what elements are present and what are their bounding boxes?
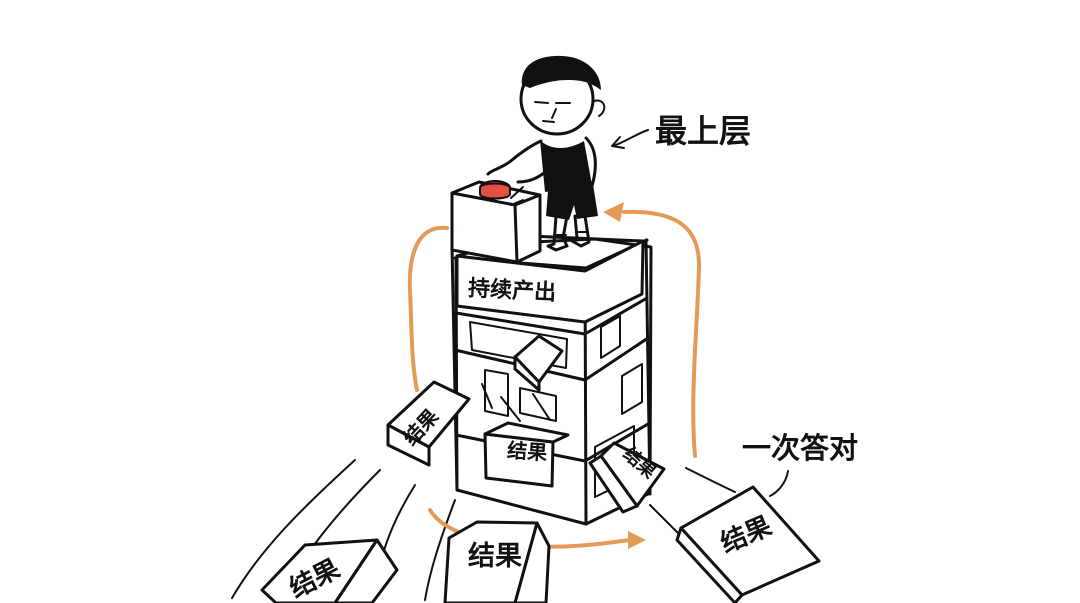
motion-line-center <box>424 499 456 601</box>
result-block-bottom-center-side <box>513 521 551 603</box>
top-layer-arrow-head <box>611 136 625 149</box>
loop-arrow-left <box>407 225 449 392</box>
continuous-output-front <box>455 239 645 324</box>
loop-arrow-right <box>622 209 702 458</box>
result-block-bottom-center: 结果 <box>443 520 551 603</box>
result-block-small-upper <box>513 334 564 392</box>
result-block-bottom-left: 结果 <box>260 538 399 603</box>
tower-gap-top <box>469 321 568 369</box>
one-time-right-label: 一次答对 <box>742 431 858 465</box>
character-hair <box>521 55 601 90</box>
result-block-center-top <box>483 421 570 444</box>
continuous-output-label: 持续产出 <box>467 275 556 306</box>
child-character <box>486 55 606 252</box>
character-right-leg <box>570 214 591 248</box>
red-button-side <box>479 182 511 200</box>
character-right-arm <box>516 166 552 184</box>
result-block-small-upper-bottom <box>513 355 541 392</box>
top-layer-arrow-line <box>612 129 649 147</box>
tower-side-window-top <box>600 315 621 359</box>
result-block-hole-left <box>588 454 639 514</box>
character-socks <box>553 231 588 236</box>
continuous-output-block: 持续产出 <box>455 234 645 324</box>
result-block-bottom-right: 结果 <box>675 485 821 603</box>
loop-arrow-right-head <box>603 202 624 222</box>
tower-side-edge <box>644 238 652 496</box>
motion-line-right-2 <box>685 467 736 493</box>
controller-box <box>450 180 542 264</box>
lever-handle <box>510 186 524 199</box>
result-block-bottom-left-side <box>333 538 399 603</box>
result-block-bottom-right-side <box>675 526 744 603</box>
one-time-right-pointer <box>769 470 789 497</box>
result-label-center: 结果 <box>506 438 548 465</box>
controller-front-edge <box>513 203 519 264</box>
character-left-arm <box>486 139 543 176</box>
top-layer-label: 最上层 <box>655 112 751 150</box>
character-eyebrows <box>534 101 571 104</box>
character-nose <box>551 108 557 119</box>
result-block-left-floating: 结果 <box>386 380 471 467</box>
character-left-leg <box>546 214 569 252</box>
character-shorts <box>546 184 598 220</box>
tower-window-right <box>519 387 557 422</box>
result-block-left-floating-bottom <box>386 423 431 467</box>
character-mouth <box>542 120 555 123</box>
tower-window-left <box>484 369 509 417</box>
character-ear <box>593 99 606 117</box>
character-back-arm <box>584 136 597 188</box>
result-label-bottom-center: 结果 <box>468 541 522 572</box>
character-shirt <box>540 140 592 192</box>
lever-base <box>510 199 524 206</box>
loop-arrow-bottom-head <box>628 531 646 549</box>
tower-interior-lines <box>481 383 551 422</box>
motion-line-left-2 <box>231 459 356 599</box>
result-block-center: 结果 <box>483 421 570 488</box>
tower-side-window-middle <box>621 363 643 415</box>
